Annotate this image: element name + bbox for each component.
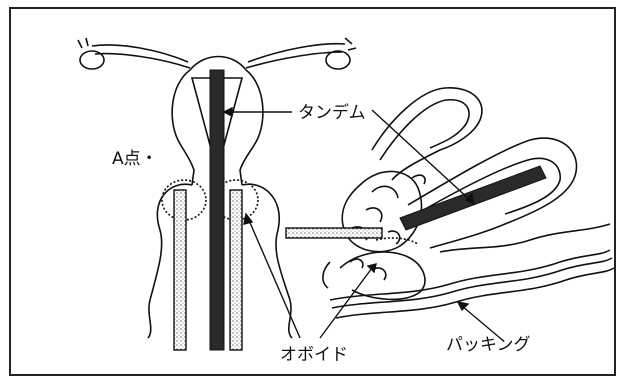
bladder-outline bbox=[372, 88, 482, 180]
point-a-label: A点・ bbox=[112, 149, 158, 169]
left-fold bbox=[323, 262, 330, 288]
tandem-arrow-left bbox=[224, 108, 232, 116]
uterus-left-wall bbox=[172, 70, 194, 185]
right-ovary bbox=[326, 51, 350, 69]
packing-label: パッキング bbox=[446, 335, 531, 355]
diagram-frame bbox=[10, 8, 615, 375]
ovoid-rods bbox=[174, 190, 242, 350]
right-ovoid-rod bbox=[230, 190, 242, 350]
uterus-right-wall bbox=[240, 70, 263, 185]
ovoid-sagittal-rod bbox=[286, 228, 382, 238]
packing-wave-1 bbox=[330, 250, 610, 300]
packing-arrow bbox=[458, 302, 468, 310]
left-ovoid-rod bbox=[174, 190, 186, 350]
packing-wave-3 bbox=[336, 268, 614, 318]
right-fimbria bbox=[345, 38, 356, 50]
left-ovary bbox=[80, 51, 104, 69]
tandem-rod bbox=[210, 70, 224, 350]
left-fimbria bbox=[78, 38, 88, 48]
left-tube-lower bbox=[95, 54, 190, 68]
packing-leader bbox=[462, 306, 500, 338]
tandem-front bbox=[210, 70, 224, 350]
tandem-label: タンデム bbox=[298, 102, 366, 123]
uterus-fundus bbox=[190, 57, 246, 71]
ovoid-label: オボイド bbox=[280, 345, 348, 365]
lower-tissue-folds bbox=[350, 259, 386, 280]
tissue-fold-top bbox=[412, 175, 425, 184]
